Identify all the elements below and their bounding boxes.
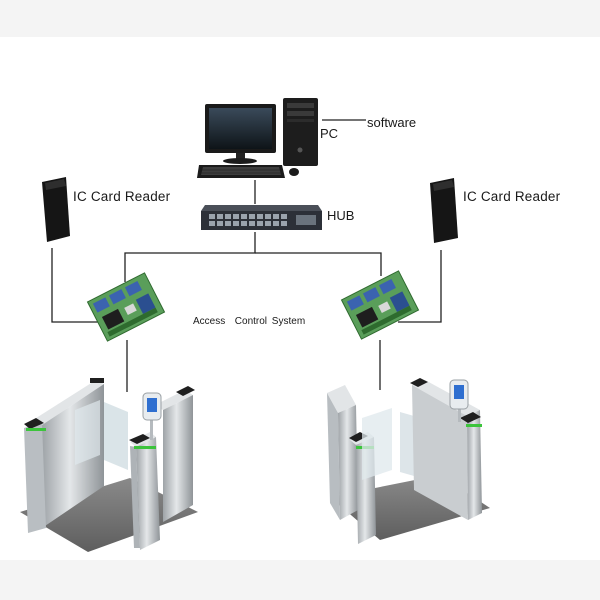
card-reader-icon xyxy=(430,178,458,243)
pc-tower-icon xyxy=(283,98,318,166)
card-reader-icon xyxy=(42,177,70,242)
hub-label: HUB xyxy=(327,208,355,223)
controller-board-icon xyxy=(86,272,166,342)
pc-label: PC xyxy=(320,126,339,141)
turnstile-gate-icon xyxy=(20,378,198,552)
access-control-system-label: Access Control System xyxy=(193,316,306,327)
hub-to-left-controller-line xyxy=(124,232,256,282)
keyboard-icon xyxy=(197,165,285,178)
turnstile-gate-icon xyxy=(327,378,490,544)
right-reader-to-controller-line xyxy=(398,250,442,323)
hub-switch-icon xyxy=(201,205,322,230)
left-reader-to-controller-line xyxy=(51,248,100,323)
software-label: software xyxy=(367,115,417,130)
mouse-icon xyxy=(289,168,299,176)
controller-board-icon xyxy=(340,270,420,340)
pc-monitor-icon xyxy=(205,104,276,164)
card-reader-right-label: IC Card Reader xyxy=(463,189,561,204)
card-reader-left-label: IC Card Reader xyxy=(73,189,171,204)
connection-lines xyxy=(51,119,442,392)
hub-to-right-controller-line xyxy=(255,252,382,276)
